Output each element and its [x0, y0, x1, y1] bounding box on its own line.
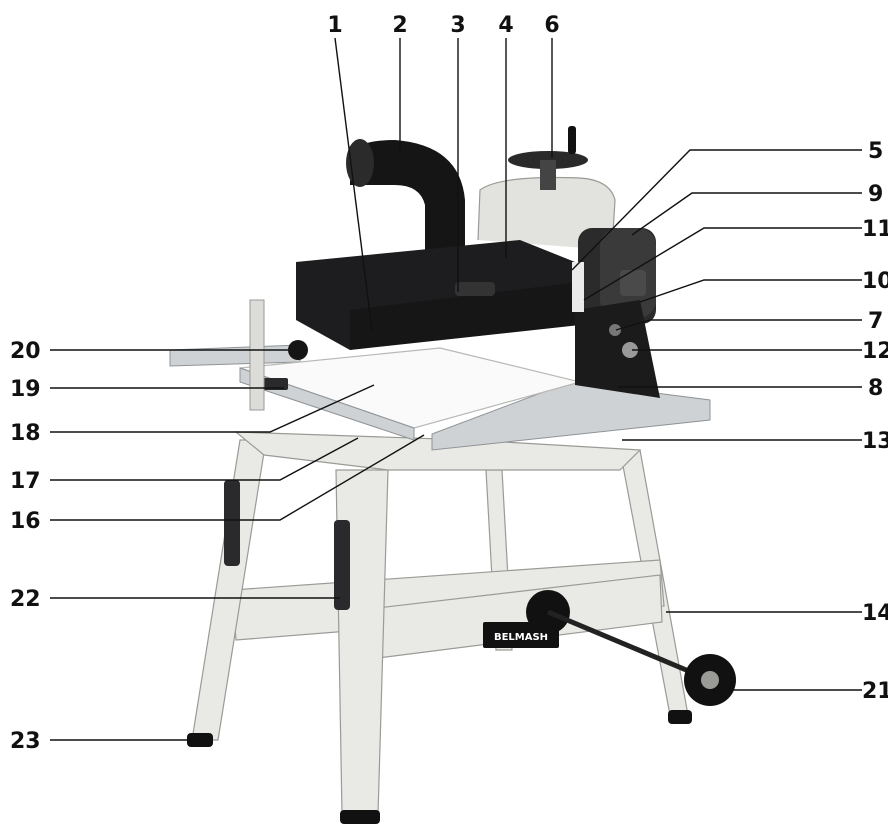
callout-18: 18 [10, 421, 41, 446]
speed-dial [622, 342, 638, 358]
handwheel-spindle [540, 160, 556, 190]
callout-11: 11 [862, 217, 888, 242]
dust-port-elbow [350, 140, 465, 260]
front-wheel-hub [701, 671, 719, 689]
leader-18 [50, 384, 375, 433]
control-box [575, 300, 660, 398]
callout-20: 20 [10, 339, 41, 364]
callout-23: 23 [10, 729, 41, 754]
outfeed-table [431, 381, 711, 451]
callout-19: 19 [10, 377, 41, 402]
control-knob [620, 270, 646, 296]
infeed-table [169, 344, 301, 367]
stand: BELMASH [187, 431, 736, 824]
callout-16: 16 [10, 509, 41, 534]
column-lock-knob [288, 340, 308, 360]
brand-logo-text: BELMASH [494, 632, 548, 643]
callout-21: 21 [862, 679, 888, 704]
callout-22: 22 [10, 587, 41, 612]
callout-1: 1 [327, 13, 342, 38]
callout-12: 12 [862, 339, 888, 364]
hood-handle [455, 282, 495, 296]
dust-hood-front [350, 282, 580, 350]
leader-lines [50, 37, 862, 741]
wheel-axle [547, 609, 711, 683]
callout-5: 5 [868, 139, 883, 164]
center-foot [340, 810, 380, 824]
callout-6: 6 [544, 13, 559, 38]
front-leg-bracket [334, 520, 350, 610]
callout-13: 13 [862, 429, 888, 454]
leader-17 [50, 437, 359, 481]
leader-11 [583, 227, 862, 301]
callout-9: 9 [868, 182, 883, 207]
leader-9 [631, 192, 862, 236]
leader-16 [50, 434, 425, 521]
handwheel-handle [568, 126, 576, 154]
callout-3: 3 [450, 13, 465, 38]
depth-scale [572, 262, 584, 312]
right-foot [668, 710, 692, 724]
callout-numbers: 1 2 3 4 6 5 9 11 10 7 12 8 13 14 21 20 1… [10, 13, 888, 754]
callout-14: 14 [862, 601, 888, 626]
callout-10: 10 [862, 269, 888, 294]
leader-7 [615, 319, 862, 331]
callout-2: 2 [392, 13, 407, 38]
callout-7: 7 [868, 309, 883, 334]
head-frame-arch [477, 176, 616, 251]
leader-5 [571, 149, 862, 271]
height-indicator [609, 324, 621, 336]
leader-10 [639, 279, 862, 303]
outboard-column [249, 299, 265, 411]
callout-8: 8 [868, 376, 883, 401]
leader-1 [334, 37, 373, 331]
callout-17: 17 [10, 469, 41, 494]
callout-4: 4 [498, 13, 513, 38]
left-leg-bracket [224, 480, 240, 566]
